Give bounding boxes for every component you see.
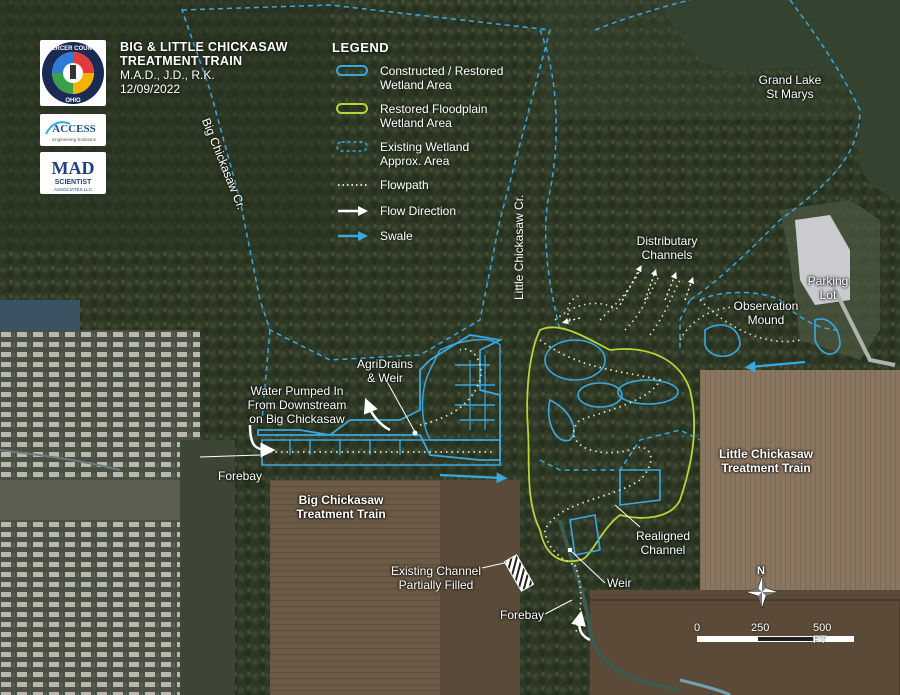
authors: M.A.D., J.D., R.K.	[120, 68, 215, 82]
legend-title: LEGEND	[332, 40, 390, 55]
forebay-left-label: Forebay	[218, 469, 263, 483]
forebay-bottom-label: Forebay	[500, 608, 545, 622]
svg-text:ACCESS: ACCESS	[52, 123, 95, 135]
date: 12/09/2022	[120, 82, 181, 96]
svg-text:OHIO: OHIO	[65, 98, 81, 104]
svg-text:ASSOCIATES LLC: ASSOCIATES LLC	[54, 187, 93, 192]
scale-500: 500 FT	[813, 622, 832, 646]
mad-scientist-logo: MAD SCIENTIST ASSOCIATES LLC	[40, 152, 106, 194]
access-logo: ACCESS Engineering Solutions	[40, 114, 106, 146]
svg-text:MERCER COUNTY: MERCER COUNTY	[46, 46, 99, 52]
svg-text:MAD: MAD	[52, 158, 95, 178]
scale-250: 250	[751, 622, 770, 634]
title-line-1: BIG & LITTLE CHICKASAW	[120, 40, 288, 54]
north-arrow	[745, 575, 779, 609]
north-label: N	[757, 565, 765, 577]
svg-text:Engineering Solutions: Engineering Solutions	[52, 137, 97, 142]
weir-label: Weir	[607, 576, 632, 590]
little-chickasaw-creek-label: Little Chickasaw Cr.	[512, 194, 526, 300]
svg-text:SCIENTIST: SCIENTIST	[55, 179, 92, 186]
map-title: BIG & LITTLE CHICKASAW TREATMENT TRAIN M…	[120, 40, 288, 96]
title-line-2: TREATMENT TRAIN	[120, 54, 243, 68]
scale-zero: 0	[694, 622, 701, 634]
mercer-county-logo: MERCER COUNTY OHIO	[40, 40, 106, 106]
agridrains-weir-label: AgriDrains& Weir	[356, 357, 413, 385]
